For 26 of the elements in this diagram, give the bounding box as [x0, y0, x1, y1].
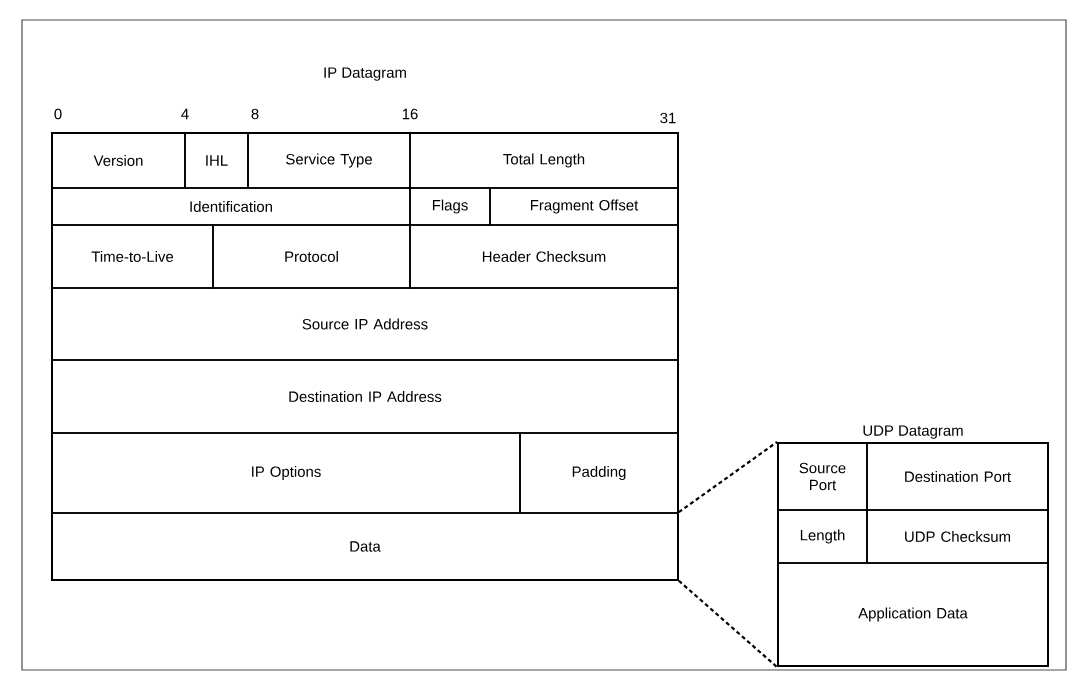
field-cell: Flags	[409, 187, 491, 226]
node-label: IP Datagram	[324, 67, 406, 81]
field-cell: Destination Port	[866, 442, 1049, 511]
field-cell: Version	[51, 132, 186, 189]
field-cell: Length	[777, 509, 868, 564]
field-cell: Header Checksum	[409, 224, 679, 289]
field-cell: UDP Checksum	[866, 509, 1049, 564]
field-cell: Service Type	[247, 132, 411, 189]
field-cell: Source Port	[777, 442, 868, 511]
field-cell: IHL	[184, 132, 249, 189]
field-cell: Destination IP Address	[51, 359, 679, 434]
field-cell: Fragment Offset	[489, 187, 679, 226]
zoom-line	[678, 441, 778, 514]
bit-number: 4	[181, 108, 189, 120]
field-cell: Total Length	[409, 132, 679, 189]
field-cell: Data	[51, 512, 679, 581]
field-cell: Application Data	[777, 562, 1049, 667]
field-cell: IP Options	[51, 432, 521, 514]
node-label: UDP Datagram	[863, 425, 963, 439]
bit-number: 16	[402, 108, 418, 120]
field-cell: Source IP Address	[51, 287, 679, 361]
field-cell: Padding	[519, 432, 679, 514]
field-cell: Time-to-Live	[51, 224, 214, 289]
field-cell: Identification	[51, 187, 411, 226]
field-cell: Protocol	[212, 224, 411, 289]
bit-number: 8	[251, 108, 259, 120]
